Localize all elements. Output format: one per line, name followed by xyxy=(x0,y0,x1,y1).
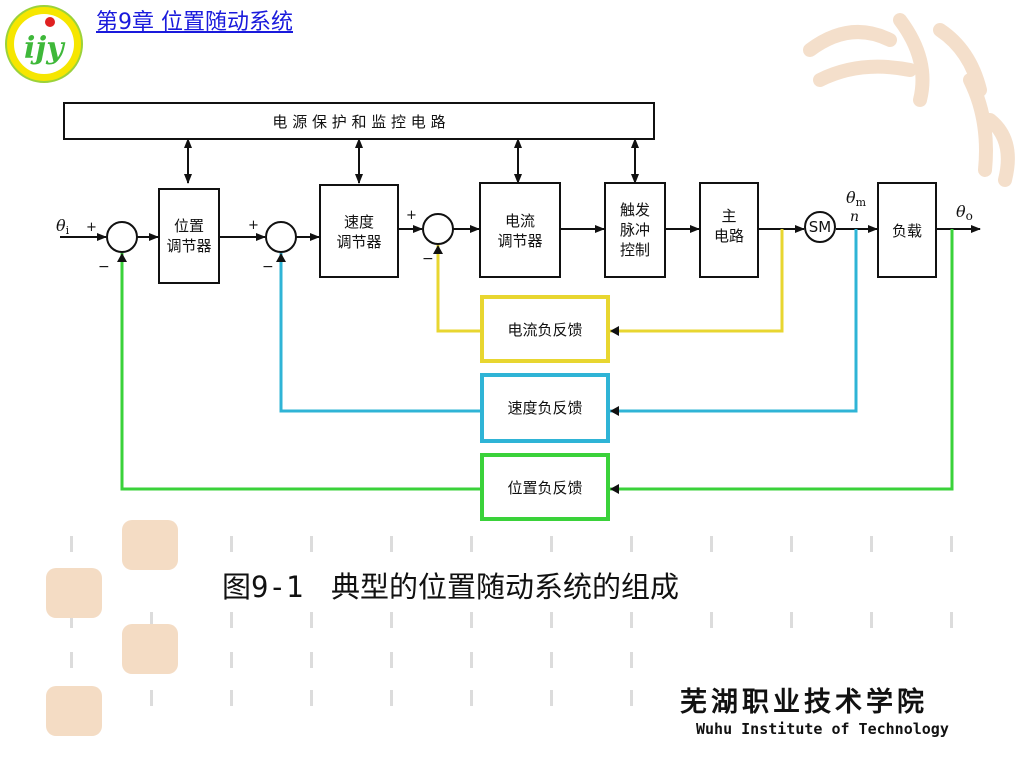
auspicious-watermark xyxy=(790,0,1024,200)
speed-feedback-block xyxy=(480,373,610,443)
servo-system-diagram: 电 源 保 护 和 监 控 电 路 位置 调节器 速度 调节器 电流 调节器 触… xyxy=(56,102,981,521)
current-regulator-block xyxy=(479,182,561,278)
institute-name-cn: 芜湖职业技术学院 xyxy=(680,687,928,718)
current-feedback-label: 电流负反馈 xyxy=(507,321,582,339)
minus-sign: − xyxy=(422,251,434,267)
theta-i-label: θi xyxy=(56,216,70,237)
trigger-label-2: 脉冲 xyxy=(620,221,650,239)
plus-sign: + xyxy=(248,218,259,233)
position-regulator-block xyxy=(158,188,220,284)
chapter-title-link[interactable]: 第9章 位置随动系统 xyxy=(96,10,293,35)
position-feedback-block xyxy=(480,453,610,521)
current-regulator-label-2: 调节器 xyxy=(497,232,542,250)
position-feedback-path xyxy=(610,229,954,491)
main-circuit-block xyxy=(699,182,759,278)
figure-number: 图9-1 xyxy=(222,570,304,604)
minus-sign: − xyxy=(98,259,110,275)
current-feedback-path xyxy=(610,229,784,333)
current-regulator-label-1: 电流 xyxy=(505,212,535,230)
decor-seal xyxy=(46,568,102,618)
decor-seal xyxy=(46,686,102,736)
summing-junction-current xyxy=(422,213,454,245)
plus-sign: + xyxy=(86,220,97,235)
load-label: 负载 xyxy=(892,222,922,240)
decor-seal xyxy=(122,624,178,674)
main-circuit-label-1: 主 xyxy=(721,207,736,225)
speed-regulator-label-1: 速度 xyxy=(344,213,374,231)
theta-o-label: θo xyxy=(956,202,973,223)
speed-regulator-block xyxy=(319,184,399,278)
school-logo: ijy xyxy=(2,2,86,86)
figure-caption: 图9-1 典型的位置随动系统的组成 xyxy=(222,564,679,606)
summing-junction-position xyxy=(106,221,138,253)
speed-feedback-label: 速度负反馈 xyxy=(507,399,582,417)
minus-sign: − xyxy=(262,259,274,275)
figure-title: 典型的位置随动系统的组成 xyxy=(331,570,680,604)
power-protection-label: 电 源 保 护 和 监 控 电 路 xyxy=(272,113,445,131)
decor-seal xyxy=(122,520,178,570)
theta-m-label: θm xyxy=(846,188,867,209)
position-regulator-label-1: 位置 xyxy=(174,217,204,235)
power-protection-bar xyxy=(63,102,655,140)
institute-name-en: Wuhu Institute of Technology xyxy=(696,720,949,738)
position-feedback-label: 位置负反馈 xyxy=(507,479,582,497)
plus-sign: + xyxy=(406,208,417,223)
load-block xyxy=(877,182,937,278)
trigger-pulse-control-block xyxy=(604,182,666,278)
servo-motor-symbol xyxy=(804,211,836,243)
main-circuit-label-2: 电路 xyxy=(714,227,744,245)
logo-text: ijy xyxy=(24,31,66,66)
trigger-label-1: 触发 xyxy=(620,201,650,219)
current-feedback-block xyxy=(480,295,610,363)
speed-regulator-label-2: 调节器 xyxy=(336,233,381,251)
trigger-label-3: 控制 xyxy=(620,241,650,259)
servo-motor-label: SM xyxy=(809,218,831,236)
logo-icon: ijy xyxy=(5,5,83,83)
summing-junction-speed xyxy=(265,221,297,253)
position-regulator-label-2: 调节器 xyxy=(166,237,211,255)
speed-feedback-path xyxy=(610,229,858,413)
n-label: n xyxy=(850,209,859,225)
